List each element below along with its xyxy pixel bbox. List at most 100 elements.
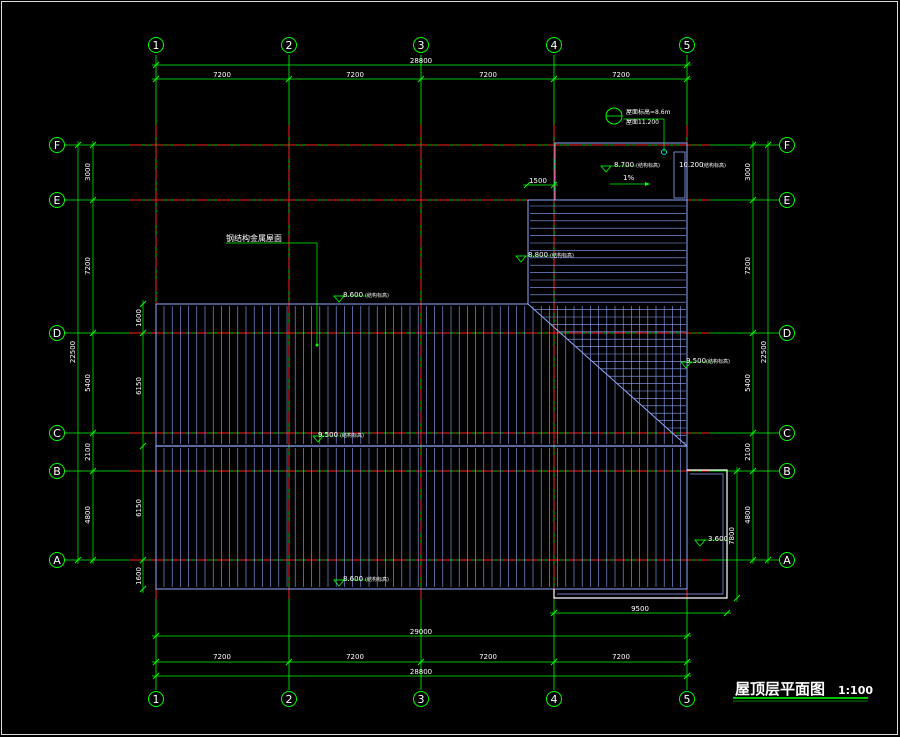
dim-1500: 1500 bbox=[529, 177, 547, 185]
elev-9500-mid: 9.500 bbox=[318, 431, 338, 439]
axis-bubble bbox=[779, 552, 795, 568]
axis-label: A bbox=[783, 554, 791, 567]
right-seg-dim: 5400 bbox=[744, 374, 752, 392]
top-seg-dim-line-tick bbox=[285, 75, 293, 83]
top-dimensions: 28800 7200 7200 7200 7200 bbox=[213, 57, 630, 79]
axis-label: 4 bbox=[551, 39, 558, 52]
axis-label: E bbox=[784, 194, 791, 207]
axis-label: F bbox=[54, 139, 60, 152]
axis-bubble bbox=[779, 463, 795, 479]
right-seg-dim-line-tick bbox=[749, 467, 757, 475]
leader-dot bbox=[315, 343, 319, 347]
bottom-seg-dim-line-tick bbox=[417, 658, 425, 666]
dim-1500-line-tick bbox=[550, 181, 558, 189]
axis-label: E bbox=[54, 194, 61, 207]
roof-material-label: 钢结构金属屋面 bbox=[226, 233, 282, 243]
slope-arrow-head bbox=[645, 182, 650, 186]
left-roof-dim-line-tick bbox=[139, 442, 147, 450]
index-leader bbox=[623, 118, 665, 152]
axis-label: 1 bbox=[153, 39, 160, 52]
drawing-title: 屋顶层平面图 bbox=[735, 680, 825, 698]
left-roof-dim: 1600 bbox=[135, 567, 143, 585]
axis-bubble bbox=[49, 192, 65, 208]
axis-bubble bbox=[49, 463, 65, 479]
top-total-dim-line-tick bbox=[152, 61, 160, 69]
bottom-total-dim: 28800 bbox=[410, 668, 432, 676]
canopy-inner-outline bbox=[557, 473, 724, 595]
axis-label: 5 bbox=[684, 693, 691, 706]
left-roof-dim: 6150 bbox=[135, 499, 143, 517]
elev-tag: (结构标高) bbox=[340, 432, 364, 439]
right-dimensions: 3000 7200 5400 2100 4800 22500 7800 bbox=[728, 163, 768, 545]
left-dimensions: 3000 7200 5400 2100 4800 22500 1600 6150… bbox=[69, 163, 143, 585]
axis-bubble bbox=[413, 37, 429, 53]
elevation-marker bbox=[694, 539, 706, 547]
top-seg-dim: 7200 bbox=[213, 71, 231, 79]
dimension-lines bbox=[74, 61, 772, 680]
bottom-overall-dim-line-tick bbox=[683, 632, 691, 640]
roof-hip-line bbox=[527, 303, 688, 447]
top-seg-dim: 7200 bbox=[346, 71, 364, 79]
left-roof-dim-line-tick bbox=[139, 585, 147, 593]
axis-bubble bbox=[281, 37, 297, 53]
bottom-seg-dim-line-tick bbox=[683, 658, 691, 666]
elev-tag: (结构标高) bbox=[706, 358, 730, 365]
axis-label: A bbox=[53, 554, 61, 567]
drawing-title-block: 屋顶层平面图 1:100 bbox=[733, 680, 873, 702]
left-total-dim-line-tick bbox=[74, 141, 82, 149]
roof-material-leader bbox=[226, 242, 318, 345]
index-target bbox=[661, 149, 667, 155]
top-seg-dim: 7200 bbox=[479, 71, 497, 79]
left-seg-dim-line-tick bbox=[89, 196, 97, 204]
elev-8700: 8.700 bbox=[614, 161, 634, 169]
top-seg-dim-line-tick bbox=[152, 75, 160, 83]
index-note-1: 屋面标高=8.6m bbox=[626, 108, 671, 116]
elev-tag: (结构标高) bbox=[702, 162, 726, 169]
axis-label: C bbox=[783, 427, 791, 440]
elev-8600-top: 8.600 bbox=[343, 291, 363, 299]
axis-bubble bbox=[49, 552, 65, 568]
roof-hatch bbox=[163, 205, 686, 587]
right-seg-dim: 2100 bbox=[744, 443, 752, 461]
axis-bubble bbox=[779, 425, 795, 441]
left-seg-dim-line-tick bbox=[89, 429, 97, 437]
left-seg-dim-line-tick bbox=[89, 556, 97, 564]
left-seg-dim: 2100 bbox=[84, 443, 92, 461]
right-seg-dim: 3000 bbox=[744, 163, 752, 181]
axis-bubble bbox=[148, 691, 164, 707]
left-roof-dim-line-tick bbox=[139, 329, 147, 337]
bottom-seg-dim: 7200 bbox=[213, 653, 231, 661]
left-seg-dim: 3000 bbox=[84, 163, 92, 181]
axis-label: 4 bbox=[551, 693, 558, 706]
dim-9500-line-tick bbox=[723, 609, 731, 617]
axis-bubble bbox=[546, 691, 562, 707]
bottom-seg-dim: 7200 bbox=[479, 653, 497, 661]
axis-label: F bbox=[784, 139, 790, 152]
bottom-overall-dim: 29000 bbox=[410, 628, 432, 636]
elev-tag: (结构标高) bbox=[550, 252, 574, 259]
right-seg-dim-line-tick bbox=[749, 141, 757, 149]
axis-bubble bbox=[779, 192, 795, 208]
slope-label: 1% bbox=[623, 174, 634, 182]
left-roof-dim-line-tick bbox=[139, 300, 147, 308]
axis-bubble bbox=[546, 37, 562, 53]
bottom-total-dim-line-tick bbox=[152, 672, 160, 680]
axis-label: 2 bbox=[286, 693, 293, 706]
axis-bubble bbox=[679, 691, 695, 707]
canopy-outline bbox=[553, 469, 728, 599]
left-total-dim-line-tick bbox=[74, 556, 82, 564]
index-note-2: 屋面11.200 bbox=[626, 119, 659, 126]
dim-1500-line-tick bbox=[523, 181, 531, 189]
top-seg-dim-line-tick bbox=[417, 75, 425, 83]
top-seg-dim: 7200 bbox=[612, 71, 630, 79]
elev-tag: (结构标高) bbox=[636, 162, 660, 169]
axis-bubble bbox=[49, 137, 65, 153]
right-total-dim: 22500 bbox=[760, 341, 768, 363]
axis-label: 2 bbox=[286, 39, 293, 52]
left-roof-dim-line-tick bbox=[139, 556, 147, 564]
canopy-dim-line-tick bbox=[733, 594, 741, 602]
top-seg-dim-line-tick bbox=[683, 75, 691, 83]
left-seg-dim-line-tick bbox=[89, 467, 97, 475]
